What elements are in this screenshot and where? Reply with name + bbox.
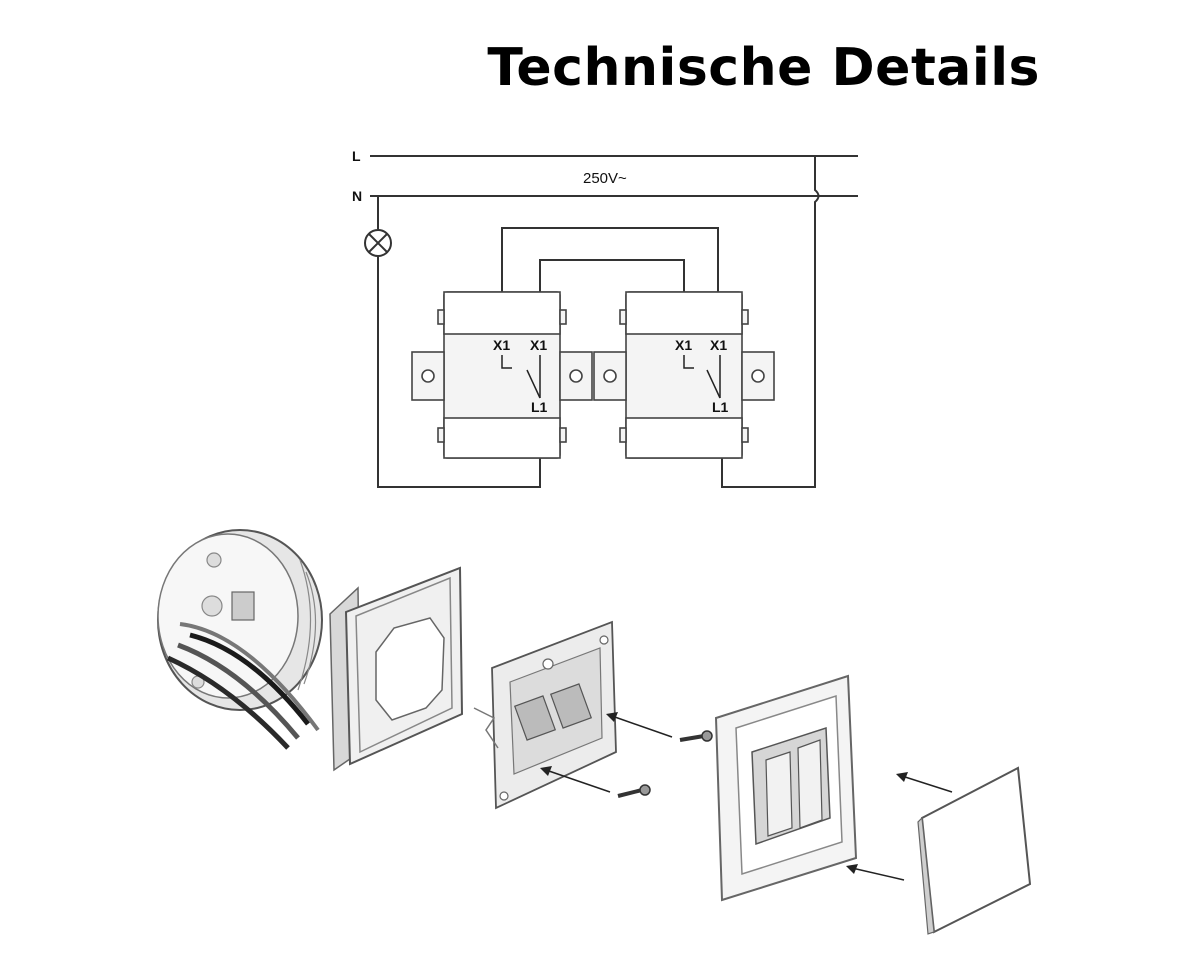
arrow-icon — [846, 864, 905, 881]
cover-plate-icon — [714, 674, 858, 902]
lamp-wire — [377, 256, 541, 488]
line-label: L — [352, 148, 361, 164]
terminal-label: X1 — [493, 337, 510, 353]
supply-wire — [721, 156, 820, 488]
terminal-label: L1 — [531, 399, 548, 415]
terminal-label: L1 — [712, 399, 729, 415]
arrow-icon — [540, 766, 611, 793]
switch-insert-icon — [473, 620, 617, 810]
terminal-label: X1 — [710, 337, 727, 353]
screw-icon — [679, 730, 713, 742]
rocker-button-icon — [917, 766, 1032, 935]
neutral-label: N — [352, 188, 362, 204]
traveler-wire-outer — [501, 227, 719, 292]
traveler-wire-inner — [539, 259, 685, 292]
frame-icon — [329, 566, 464, 772]
switch-left: X1 X1 L1 — [411, 291, 593, 459]
arrow-icon — [896, 772, 953, 793]
terminal-label: X1 — [530, 337, 547, 353]
terminal-label: X1 — [675, 337, 692, 353]
screw-icon — [617, 784, 651, 798]
page-title: Technische Details — [487, 38, 1040, 98]
assembly-illustration — [157, 529, 1032, 935]
lamp-icon — [364, 229, 392, 257]
switch-right: X1 X1 L1 — [593, 291, 775, 459]
wall-box-icon — [157, 529, 323, 750]
voltage-label: 250V~ — [583, 170, 627, 187]
arrow-icon — [606, 712, 673, 738]
wiring-diagram: L N 250V~ — [352, 148, 858, 488]
